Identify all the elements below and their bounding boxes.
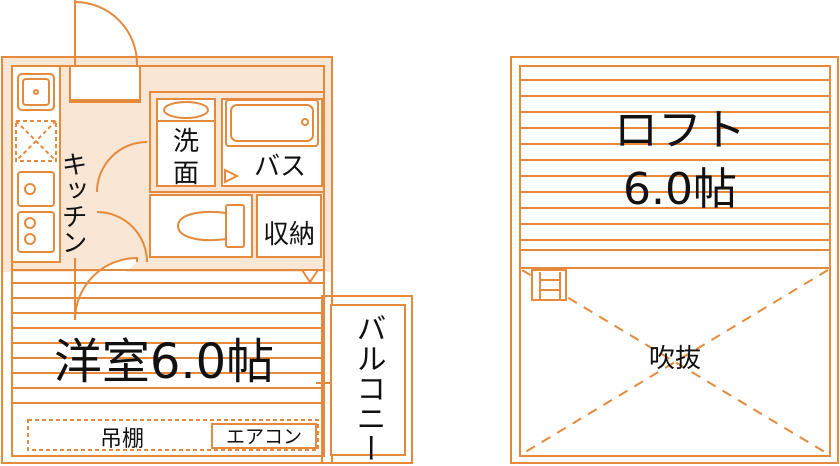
storage-label: 収納 [263, 220, 315, 250]
balcony-label: バルコニー [351, 313, 386, 463]
storage-room [256, 194, 322, 258]
washroom-label-1: 洗 [173, 127, 199, 157]
fridge-space-icon [15, 120, 57, 162]
ladder-icon [531, 269, 567, 301]
toilet-icon [176, 204, 245, 248]
western-room-label: 洋室6.0帖 [54, 334, 274, 390]
stove-icon [17, 171, 55, 253]
void-cross-icon [521, 269, 829, 455]
kitchen-counter [11, 65, 61, 263]
loft-outer-wall [510, 56, 839, 464]
aircon-unit [211, 423, 317, 449]
loft-plan [510, 56, 839, 464]
void-label: 吹抜 [649, 344, 701, 374]
entrance-door-icon [69, 0, 141, 103]
loft-floor-boards [520, 79, 830, 241]
storage-arrow-icon [300, 269, 320, 284]
balcony-inner [330, 304, 406, 456]
room-floor-boards [12, 282, 324, 404]
washroom-label-2: 面 [173, 159, 199, 189]
washroom-wall [149, 91, 325, 193]
bath-room [221, 98, 323, 187]
first-floor-plan [1, 0, 413, 464]
loft-label-2: 6.0帖 [623, 164, 737, 215]
loft-label-1: ロフト [614, 105, 746, 156]
balcony-window-icon [316, 305, 330, 455]
washbasin-icon [156, 98, 216, 122]
bath-door-arrow-icon [224, 168, 240, 184]
room-door-icon [74, 141, 148, 321]
sink-icon [17, 73, 55, 111]
bathtub-icon [225, 99, 319, 147]
aircon-label: エアコン [226, 426, 302, 448]
shelf-label: 吊棚 [100, 427, 144, 452]
outer-wall [1, 56, 333, 464]
kitchen-label: キッチン [57, 151, 87, 255]
bath-label: バス [254, 152, 306, 182]
